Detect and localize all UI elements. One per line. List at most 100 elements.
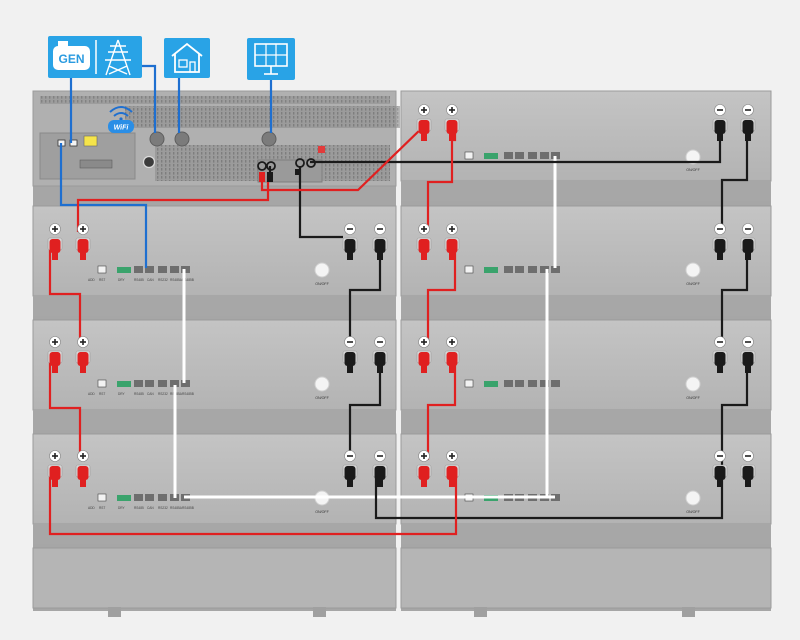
negative-terminal [372, 223, 388, 260]
inverter-to-right-positive [260, 125, 425, 192]
right-foot-2 [682, 607, 695, 617]
port-label-can: CAN [147, 506, 154, 510]
ring-lug [257, 161, 267, 171]
port-label-rs485a: RS485A [170, 278, 183, 282]
port-label-rs485: RS485 [134, 392, 144, 396]
negative-terminal [712, 223, 728, 260]
battery-terminals [47, 104, 756, 487]
port-label-dry: DRY [118, 392, 126, 396]
port-label-addr: ADD [88, 278, 95, 282]
positive-terminal [75, 336, 91, 373]
left-battery-stack [32, 205, 397, 609]
solar-panel-icon [247, 38, 295, 80]
left-module-2-ports: ADD RST DRY RS485 CAN RS232 RS485A RS485… [88, 376, 330, 400]
dry-contact [117, 495, 131, 501]
port-label-addr: ADD [88, 392, 95, 396]
battery-module-right-2 [400, 205, 772, 316]
dry-contact [484, 381, 498, 387]
inverter-top-vent [40, 96, 390, 104]
addr-dip [464, 151, 474, 160]
rj45-port [528, 266, 537, 273]
inverter-indicator-led [318, 146, 325, 153]
negative-terminal [372, 450, 388, 487]
generator-icon: GEN [53, 41, 90, 70]
rj45-port [515, 152, 524, 159]
battery-module-right-3 [400, 319, 772, 430]
positive-terminal [416, 104, 432, 141]
pos-cable-left-right [48, 475, 458, 536]
port-label-rs485: RS485 [134, 278, 144, 282]
dry-contact [484, 153, 498, 159]
positive-terminal [47, 336, 63, 373]
left-foot-2 [313, 607, 326, 617]
rj45-port [551, 380, 560, 387]
negative-terminal [740, 336, 756, 373]
positive-terminal [47, 450, 63, 487]
port-label-rs485a: RS485A [170, 506, 183, 510]
lug-sleeve-negative [267, 172, 273, 182]
home-load-icon [164, 38, 210, 78]
switch-label: ON/OFF [686, 396, 700, 400]
positive-terminal [47, 223, 63, 260]
inverter-dc-lugs [257, 158, 316, 182]
ring-lug [306, 158, 316, 168]
switch-label: ON/OFF [315, 282, 329, 286]
negative-terminal [342, 450, 358, 487]
switch-label: ON/OFF [315, 510, 329, 514]
battery-module-left-1 [32, 205, 397, 316]
pv-input-breaker [261, 131, 277, 147]
positive-terminal [416, 450, 432, 487]
negative-terminal [712, 450, 728, 487]
gen-input-breaker [149, 131, 165, 147]
port-label-rst: RST [99, 278, 105, 282]
pos-cable-left-2-3 [48, 362, 82, 460]
positive-terminal [75, 223, 91, 260]
addr-dip [464, 265, 474, 274]
positive-terminal [444, 223, 460, 260]
neg-cable-left-right [374, 460, 724, 520]
switch-label: ON/OFF [315, 396, 329, 400]
neg-cable-right-2-3 [720, 250, 749, 345]
negative-terminal [342, 336, 358, 373]
rj45-port [551, 152, 560, 159]
neg-cable-right-1-2 [720, 135, 749, 232]
rj45-port [528, 152, 537, 159]
negative-terminal [740, 223, 756, 260]
wifi-label: WiFi [114, 125, 130, 132]
rj45-port [528, 380, 537, 387]
addr-dip [464, 379, 474, 388]
grid-cable [141, 64, 157, 133]
left-foot-1 [108, 607, 121, 617]
rj45-port [134, 266, 143, 273]
positive-terminal [416, 223, 432, 260]
port-label-rs485b: RS485B [182, 278, 194, 282]
port-label-can: CAN [147, 278, 154, 282]
dry-contact [117, 267, 131, 273]
rj45-port [540, 380, 549, 387]
power-switch [685, 149, 701, 165]
addr-dip [97, 265, 107, 274]
wifi-icon: WiFi [108, 106, 134, 133]
port-label-rs232: RS232 [158, 506, 168, 510]
neg-cable-left-1-2 [348, 250, 382, 345]
port-label-rst: RST [99, 392, 105, 396]
rj45-port [170, 266, 179, 273]
port-label-can: CAN [147, 392, 154, 396]
inverter-to-left-positive [76, 176, 270, 232]
comm-cables [59, 64, 273, 268]
lug-sleeve-negative [295, 169, 301, 175]
dry-contact [117, 381, 131, 387]
power-switch [314, 262, 330, 278]
power-switch [685, 490, 701, 506]
port-label-rs485b: RS485B [182, 506, 194, 510]
inverter-power-button [142, 155, 156, 169]
switch-label: ON/OFF [686, 168, 700, 172]
right-base-plinth [400, 547, 772, 609]
port-label-rst: RST [99, 506, 105, 510]
port-label-rs485: RS485 [134, 506, 144, 510]
dc-terminal-block [257, 159, 323, 183]
negative-cables [268, 132, 749, 520]
positive-terminal [444, 450, 460, 487]
